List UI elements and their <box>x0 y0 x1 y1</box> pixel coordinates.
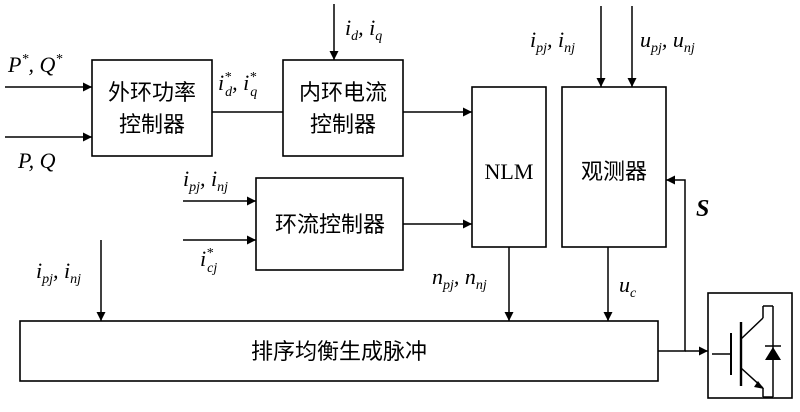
circulating-current-controller-block: 环流控制器 <box>255 177 404 271</box>
nlm-block: NLM <box>471 86 547 248</box>
observer-label: 观测器 <box>581 160 647 185</box>
label-uc: uc <box>619 272 637 301</box>
inner-current-controller-block: 内环电流 控制器 <box>282 59 404 157</box>
sort-balance-pulse-label: 排序均衡生成脉冲 <box>251 340 427 365</box>
outer-power-controller-label-2: 控制器 <box>119 113 185 138</box>
outer-power-controller-block: 外环功率 控制器 <box>91 59 213 157</box>
inner-current-controller-label-2: 控制器 <box>310 113 376 138</box>
inner-current-controller-label-1: 内环电流 <box>299 81 387 106</box>
label-pq-ref: P*, Q* <box>7 52 62 77</box>
label-idq-meas: id, iq <box>345 15 382 44</box>
label-n-arm: npj, nnj <box>432 264 487 293</box>
label-i-arm-top: ipj, inj <box>530 27 575 56</box>
label-i-arm-sort: ipj, inj <box>36 258 81 287</box>
label-pq-meas: P, Q <box>17 148 56 173</box>
sort-balance-pulse-block: 排序均衡生成脉冲 <box>19 320 659 382</box>
label-u-arm-top: upj, unj <box>640 27 695 56</box>
label-icj-ref: i*cj <box>200 246 217 276</box>
observer-block: 观测器 <box>561 86 667 248</box>
nlm-label: NLM <box>485 159 534 184</box>
circulating-current-controller-label: 环流控制器 <box>275 213 385 238</box>
signal-wires <box>5 4 708 356</box>
outer-power-controller-label-1: 外环功率 <box>108 81 196 106</box>
label-s: S <box>696 196 709 222</box>
label-i-arm-circ: ipj, inj <box>183 166 228 195</box>
label-idq-ref: i*d, i*q <box>218 70 257 100</box>
igbt-switch-block <box>707 292 793 399</box>
